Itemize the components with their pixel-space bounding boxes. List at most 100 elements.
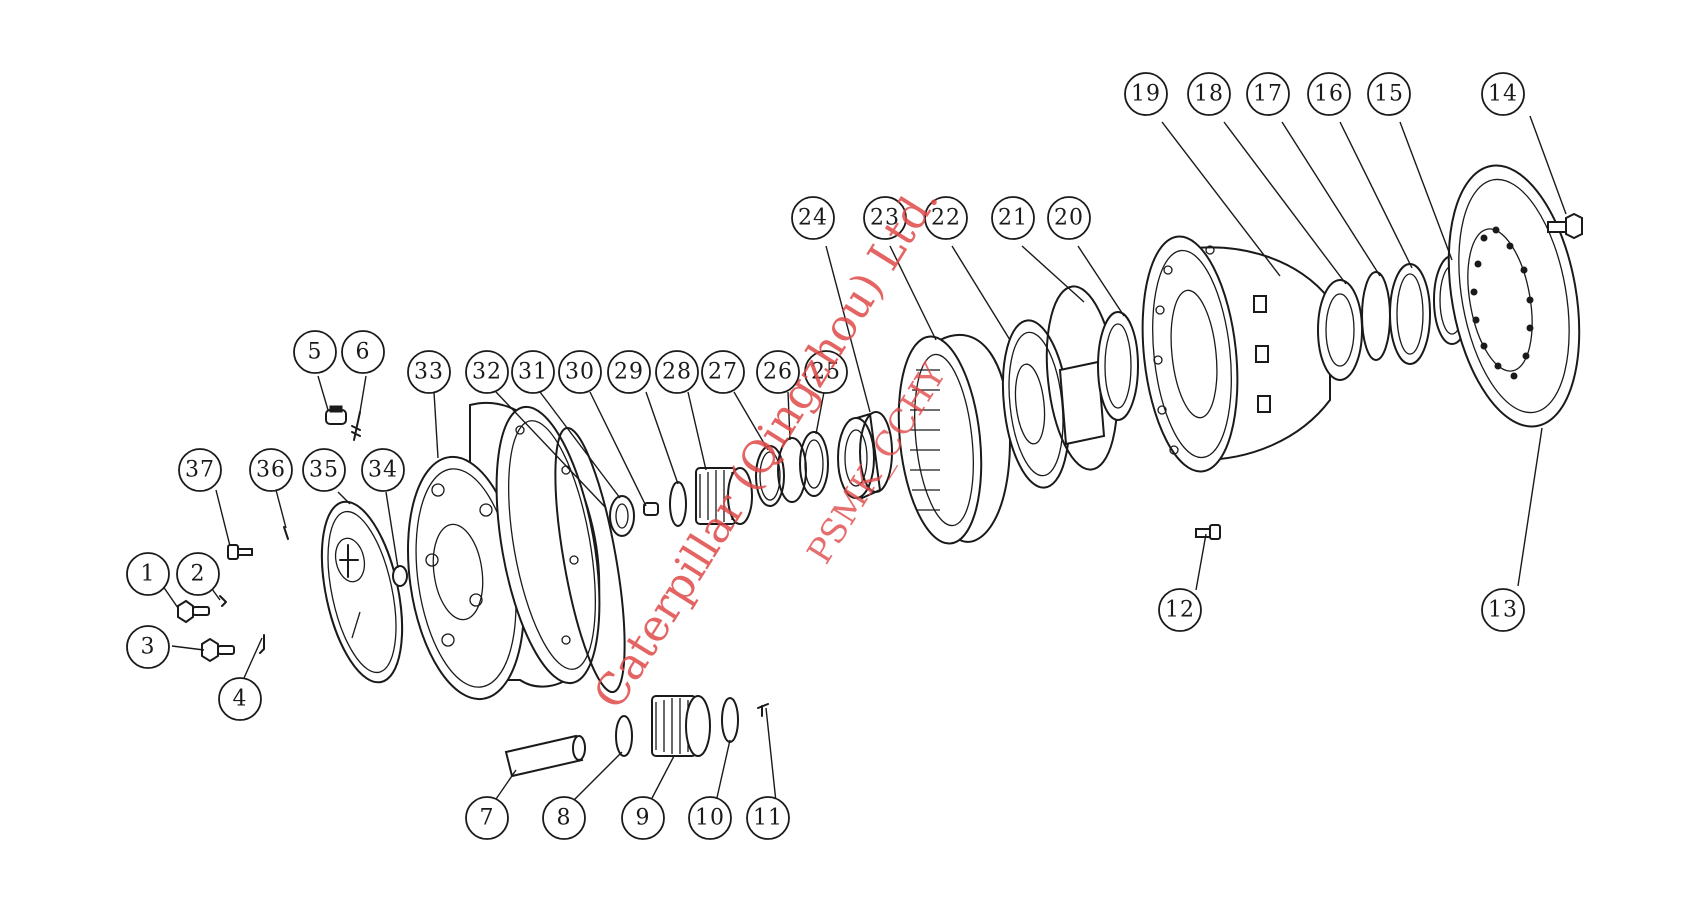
callout-35: 35 [302,448,346,492]
callout-2: 2 [176,552,220,596]
callout-label: 37 [185,458,215,483]
part-2-pin [219,595,227,607]
callout-label: 35 [309,458,339,483]
part-22-planet-carrier [1001,319,1106,489]
callout-label: 30 [565,360,595,385]
callout-26: 26 [756,350,800,394]
callout-11: 11 [746,796,790,840]
callout-3: 3 [126,625,170,669]
callout-33: 33 [407,350,451,394]
part-33-housing [407,402,601,701]
part-5-plug [325,405,347,425]
callout-label: 5 [308,340,323,365]
part-37-bolt [227,544,253,560]
part-8-washer [615,715,633,757]
callout-label: 34 [368,458,398,483]
callout-label: 31 [518,360,548,385]
callout-label: 15 [1374,82,1404,107]
part-35-cover-plate [320,500,404,684]
callout-label: 3 [141,635,156,660]
callout-30: 30 [558,350,602,394]
callout-1: 1 [126,552,170,596]
part-16-seal [1389,263,1431,365]
part-34-seal [392,565,408,587]
callout-label: 16 [1314,82,1344,107]
callout-24: 24 [791,196,835,240]
callout-9: 9 [621,796,665,840]
part-29-washer [669,481,687,527]
callout-28: 28 [655,350,699,394]
callout-16: 16 [1307,72,1351,116]
part-17-ring [1361,271,1391,361]
callout-22: 22 [924,196,968,240]
callout-36: 36 [249,448,293,492]
callout-32: 32 [465,350,509,394]
leader-lines [155,115,1567,803]
callout-31: 31 [511,350,555,394]
callout-34: 34 [361,448,405,492]
callout-label: 25 [811,360,841,385]
callout-29: 29 [607,350,651,394]
part-27-ring [755,445,785,507]
callout-label: 32 [472,360,502,385]
callout-12: 12 [1158,588,1202,632]
callout-21: 21 [991,196,1035,240]
part-31-bushing [609,495,635,537]
callout-20: 20 [1047,196,1091,240]
callout-label: 27 [708,360,738,385]
callout-label: 1 [141,562,156,587]
callout-label: 26 [763,360,793,385]
callout-label: 12 [1165,598,1195,623]
part-36-pin [283,526,289,540]
callout-label: 4 [233,687,248,712]
callout-37: 37 [178,448,222,492]
callout-27: 27 [701,350,745,394]
callout-label: 13 [1488,598,1518,623]
part-1-bolt [177,599,210,624]
callout-10: 10 [688,796,732,840]
part-7-shaft [504,734,586,778]
callout-label: 7 [480,806,495,831]
callout-15: 15 [1367,72,1411,116]
callout-8: 8 [542,796,586,840]
callout-5: 5 [293,330,337,374]
part-4-pin [259,634,265,654]
callout-label: 28 [662,360,692,385]
part-13-disc [1447,164,1581,428]
callout-label: 2 [191,562,206,587]
callout-label: 14 [1488,82,1518,107]
part-9-planet-gear [651,695,711,757]
callout-label: 29 [614,360,644,385]
part-28-sun-gear [695,467,753,525]
part-20-seal-ring [1097,311,1139,421]
callout-7: 7 [465,796,509,840]
callout-17: 17 [1246,72,1290,116]
callout-25: 25 [804,350,848,394]
watermark: Caterpillar (Qingzhou) Ltd. PSMK_CCHY [584,176,954,717]
part-24-bearing [837,411,893,500]
callout-label: 6 [356,340,371,365]
part-10-washer [721,697,739,743]
callout-14: 14 [1481,72,1525,116]
callout-label: 21 [998,206,1028,231]
part-3-bolt [201,637,235,663]
callout-label: 18 [1194,82,1224,107]
callout-label: 10 [695,806,725,831]
callout-23: 23 [863,196,907,240]
callout-18: 18 [1187,72,1231,116]
callout-label: 23 [870,206,900,231]
callout-label: 8 [557,806,572,831]
part-6-screw [351,411,361,441]
part-14-bolt [1547,212,1583,240]
callout-label: 20 [1054,206,1084,231]
callout-19: 19 [1124,72,1168,116]
callout-label: 17 [1253,82,1283,107]
part-23-ring-gear [897,334,1012,545]
callout-label: 11 [753,806,783,831]
part-12-bolt [1195,524,1221,540]
callout-label: 19 [1131,82,1161,107]
callout-label: 9 [636,806,651,831]
callout-4: 4 [218,677,262,721]
